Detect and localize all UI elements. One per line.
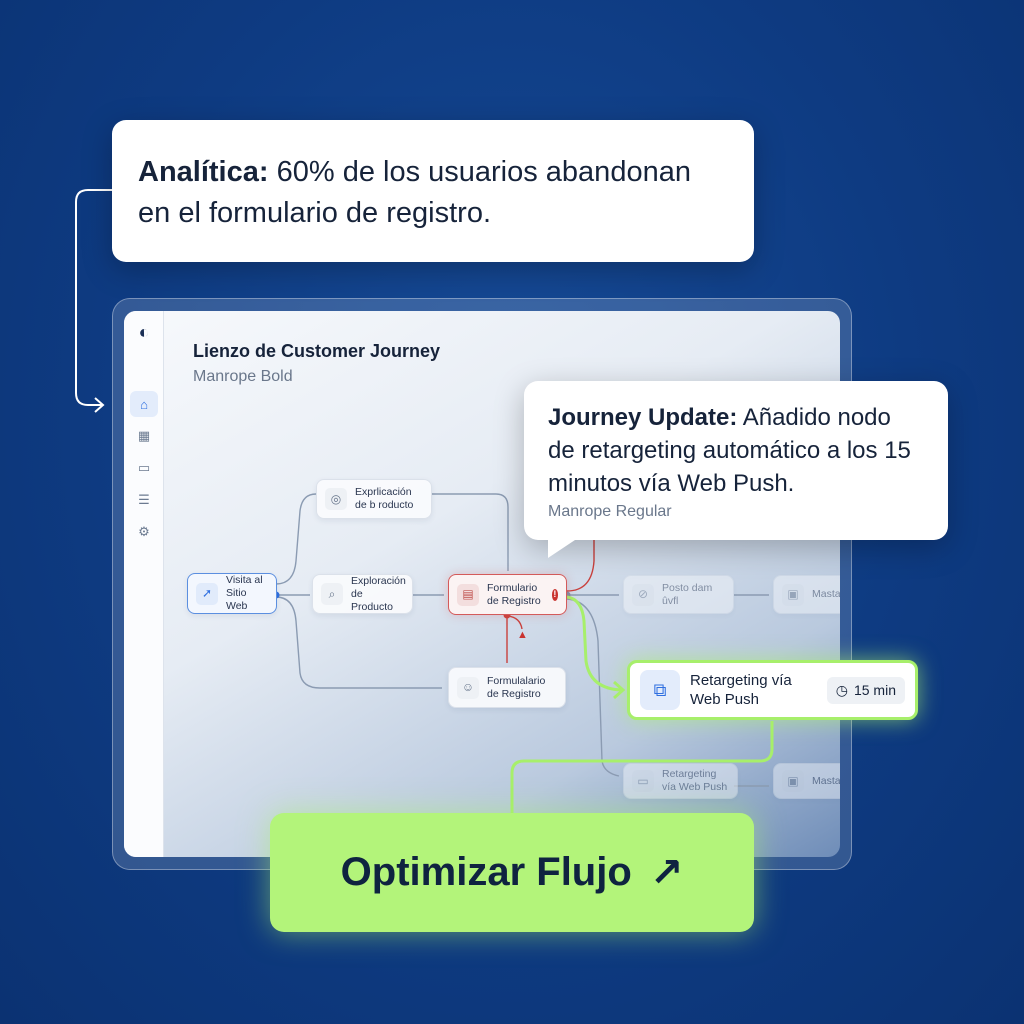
node-formulario[interactable]: ▤ Formulario de Registro! <box>448 574 567 615</box>
window-icon: ▣ <box>782 770 804 792</box>
calendar-icon[interactable]: ▭ <box>137 460 151 475</box>
browser-cursor-icon: ⧉ <box>640 670 680 710</box>
node-explicacion[interactable]: ◎ Exprlicación de b roducto <box>316 479 432 519</box>
node-label: Retargeting vía Web Push <box>662 768 728 793</box>
arrow-up-right-icon: ↗ <box>649 850 684 895</box>
warning-icon: ▲ <box>517 629 528 641</box>
analytics-callout: Analítica: 60% de los usuarios abandonan… <box>112 120 754 262</box>
button-label: Optimizar Flujo <box>340 850 632 894</box>
node-label: Exprlicación de b roducto <box>355 486 414 511</box>
grid-icon[interactable]: ▦ <box>137 428 151 443</box>
node-label: Masta <box>812 774 840 787</box>
node-visita[interactable]: ➚ Visita al Sitio Web <box>187 573 277 614</box>
gear-icon[interactable]: ⚙ <box>138 524 150 539</box>
node-masta-1[interactable]: ▣ Masta <box>773 575 840 614</box>
delay-value: 15 min <box>853 682 896 698</box>
node-formulalario[interactable]: ☺ Formulalario de Registro <box>448 667 566 708</box>
alert-icon: ! <box>551 588 558 601</box>
sidebar: ◐ ⌂ ▦ ▭ ☰ ⚙ <box>124 311 164 857</box>
node-label: Formulalario de Registro <box>487 674 546 700</box>
node-label: Posto dam ûvfl <box>662 581 713 607</box>
sliders-icon[interactable]: ☰ <box>138 492 150 507</box>
search-icon: ⌕ <box>321 583 343 605</box>
logo-icon: ◐ <box>138 321 150 342</box>
user-icon: ☺ <box>457 676 479 699</box>
node-masta-2[interactable]: ▣ Masta <box>773 763 840 799</box>
target-icon: ◎ <box>325 488 347 510</box>
compass-icon: ⊘ <box>632 583 654 606</box>
node-label: Masta <box>812 588 840 600</box>
clipboard-icon: ▤ <box>457 583 479 606</box>
callout-tail <box>548 538 578 558</box>
font-note: Manrope Regular <box>548 503 672 520</box>
cursor-icon: ➚ <box>196 582 218 605</box>
optimize-flow-button[interactable]: Optimizar Flujo ↗ <box>270 813 754 932</box>
browser-icon: ▭ <box>632 770 654 792</box>
retargeting-node[interactable]: ⧉ Retargeting vía Web Push ◷ 15 min <box>627 660 918 720</box>
node-label: Exploración de Producto <box>351 574 406 613</box>
node-posto[interactable]: ⊘ Posto dam ûvfl <box>623 575 734 614</box>
node-exploracion[interactable]: ⌕ Exploración de Producto <box>312 574 413 614</box>
journey-update-callout: Journey Update: Añadido nodo de retarget… <box>524 381 948 540</box>
node-label: Visita al Sitio Web <box>226 574 263 612</box>
node-retargeting-faded[interactable]: ▭ Retargeting vía Web Push <box>623 763 738 799</box>
delay-badge: ◷ 15 min <box>826 676 905 704</box>
window-icon: ▣ <box>782 583 804 606</box>
node-label: Formulario de Registro <box>487 581 541 607</box>
page-title: Lienzo de Customer Journey <box>193 341 441 361</box>
page-subtitle: Manrope Bold <box>193 368 293 385</box>
clock-icon: ◷ <box>835 681 848 698</box>
home-icon[interactable]: ⌂ <box>130 391 158 417</box>
retargeting-label: Retargeting vía Web Push <box>690 672 792 708</box>
